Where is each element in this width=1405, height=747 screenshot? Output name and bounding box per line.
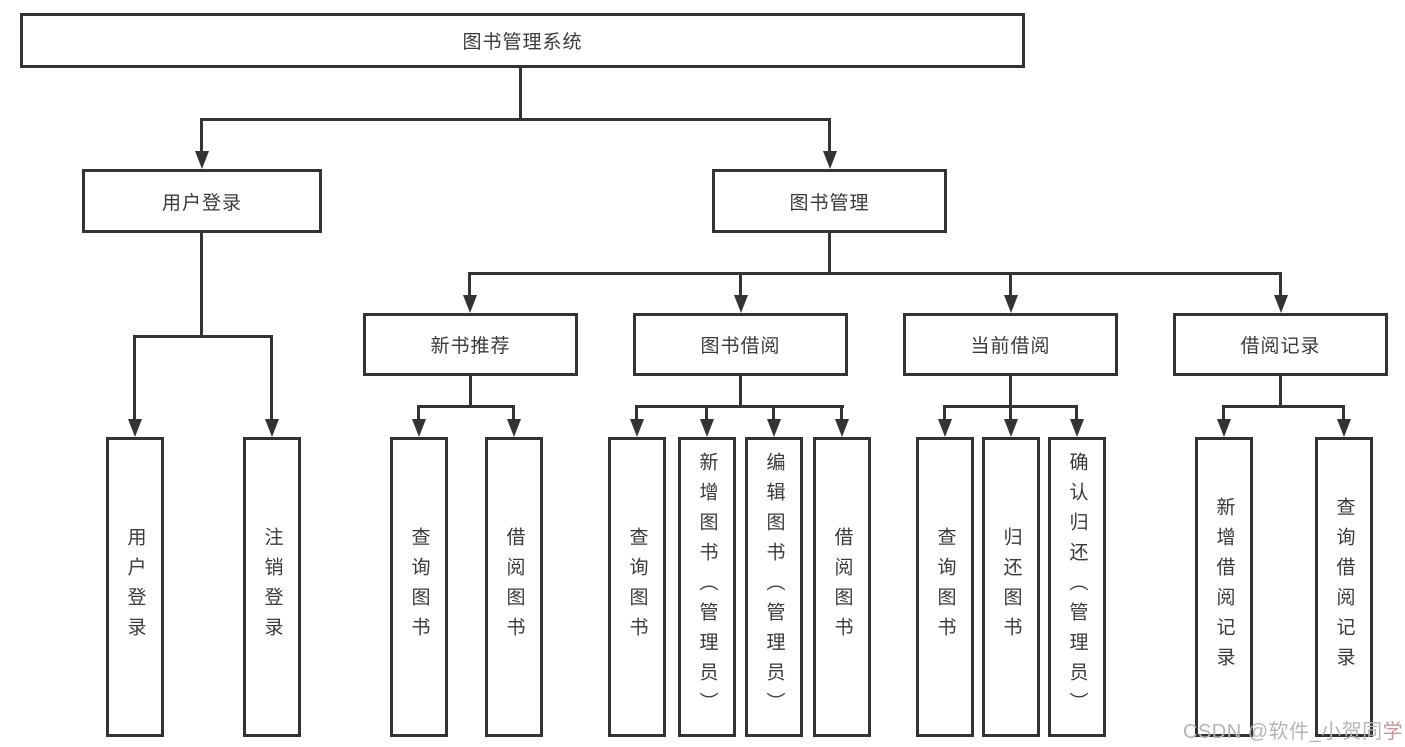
leaf-borrow-books-borrowing-label: 借阅图书 — [831, 527, 853, 647]
leaf-add-borrow-record: 新增借阅记录 — [1195, 437, 1253, 737]
node-user-login-label: 用户登录 — [161, 192, 242, 214]
leaf-user-login: 用户登录 — [106, 437, 164, 737]
connector-line — [1279, 272, 1282, 298]
arrowhead-down-icon — [823, 151, 837, 169]
leaf-edit-book-admin: 编辑图书（管理员） — [745, 437, 803, 737]
connector-line — [705, 405, 708, 421]
leaf-borrow-books-recommend: 借阅图书 — [485, 437, 543, 737]
arrowhead-down-icon — [700, 419, 714, 437]
arrowhead-down-icon — [265, 419, 279, 437]
arrowhead-down-icon — [1337, 419, 1351, 437]
arrowhead-down-icon — [1274, 295, 1288, 313]
node-borrowing-records: 借阅记录 — [1173, 313, 1388, 376]
connector-line — [1222, 405, 1225, 421]
connector-line — [270, 335, 273, 421]
connector-line — [943, 405, 946, 421]
leaf-borrow-books-borrowing: 借阅图书 — [813, 437, 871, 737]
connector-line — [635, 405, 844, 408]
node-book-management-label: 图书管理 — [789, 192, 870, 214]
leaf-logout: 注销登录 — [243, 437, 301, 737]
node-root: 图书管理系统 — [20, 13, 1025, 68]
arrowhead-down-icon — [1070, 419, 1084, 437]
connector-line — [417, 405, 515, 408]
arrowhead-down-icon — [767, 419, 781, 437]
csdn-watermark: CSDN @软件_小贺同学 — [1183, 715, 1403, 744]
csdn-watermark-text: CSDN @软件_小贺同 — [1183, 721, 1383, 743]
arrowhead-down-icon — [734, 295, 748, 313]
leaf-query-borrow-record-label: 查询借阅记录 — [1333, 497, 1355, 677]
connector-line — [828, 118, 831, 154]
connector-line — [772, 405, 775, 421]
csdn-watermark-accent: 学 — [1382, 721, 1404, 743]
connector-line — [1342, 405, 1345, 421]
node-current-borrowing: 当前借阅 — [903, 313, 1118, 376]
arrowhead-down-icon — [128, 419, 142, 437]
arrowhead-down-icon — [1217, 419, 1231, 437]
node-new-book-recommend: 新书推荐 — [363, 313, 578, 376]
leaf-query-borrow-record: 查询借阅记录 — [1315, 437, 1373, 737]
connector-line — [417, 405, 420, 421]
connector-line — [468, 272, 471, 298]
connector-line — [1009, 376, 1012, 406]
leaf-borrow-books-recommend-label: 借阅图书 — [503, 527, 525, 647]
connector-line — [469, 376, 472, 406]
node-new-book-recommend-label: 新书推荐 — [430, 336, 511, 357]
node-user-login: 用户登录 — [82, 169, 322, 233]
leaf-add-borrow-record-label: 新增借阅记录 — [1213, 497, 1235, 677]
connector-line — [200, 118, 203, 154]
node-book-management: 图书管理 — [712, 169, 947, 233]
connector-line — [1009, 405, 1012, 421]
leaf-confirm-return-admin: 确认归还（管理员） — [1048, 437, 1106, 737]
leaf-query-books-borrowing: 查询图书 — [608, 437, 666, 737]
arrowhead-down-icon — [463, 295, 477, 313]
connector-line — [133, 335, 136, 421]
connector-line — [133, 335, 273, 338]
connector-line — [1009, 272, 1012, 298]
arrowhead-down-icon — [507, 419, 521, 437]
connector-line — [1222, 405, 1345, 408]
connector-line — [739, 272, 742, 298]
leaf-return-book-label: 归还图书 — [1000, 527, 1022, 647]
leaf-query-books-recommend-label: 查询图书 — [408, 527, 430, 647]
leaf-confirm-return-admin-label: 确认归还（管理员） — [1066, 452, 1088, 722]
connector-line — [1075, 405, 1078, 421]
node-root-label: 图书管理系统 — [462, 32, 583, 53]
connector-line — [200, 118, 831, 121]
leaf-add-book-admin-label: 新增图书（管理员） — [696, 452, 718, 722]
connector-line — [739, 376, 742, 406]
node-borrowing-records-label: 借阅记录 — [1240, 336, 1321, 357]
leaf-user-login-label: 用户登录 — [124, 527, 146, 647]
connector-line — [635, 405, 638, 421]
node-current-borrowing-label: 当前借阅 — [970, 336, 1051, 357]
leaf-logout-label: 注销登录 — [261, 527, 283, 647]
arrowhead-down-icon — [412, 419, 426, 437]
connector-line — [468, 272, 1281, 275]
arrowhead-down-icon — [835, 419, 849, 437]
arrowhead-down-icon — [1004, 295, 1018, 313]
connector-line — [519, 67, 522, 118]
leaf-return-book: 归还图书 — [982, 437, 1040, 737]
node-book-borrowing: 图书借阅 — [633, 313, 848, 376]
arrowhead-down-icon — [1004, 419, 1018, 437]
arrowhead-down-icon — [195, 151, 209, 169]
leaf-query-books-current: 查询图书 — [916, 437, 974, 737]
leaf-add-book-admin: 新增图书（管理员） — [678, 437, 736, 737]
connector-line — [828, 233, 831, 272]
connector-line — [512, 405, 515, 421]
leaf-query-books-recommend: 查询图书 — [390, 437, 448, 737]
connector-line — [840, 405, 843, 421]
arrowhead-down-icon — [938, 419, 952, 437]
leaf-query-books-borrowing-label: 查询图书 — [626, 527, 648, 647]
connector-line — [200, 233, 203, 335]
connector-line — [1279, 376, 1282, 406]
arrowhead-down-icon — [630, 419, 644, 437]
node-book-borrowing-label: 图书借阅 — [700, 336, 781, 357]
leaf-edit-book-admin-label: 编辑图书（管理员） — [763, 452, 785, 722]
leaf-query-books-current-label: 查询图书 — [934, 527, 956, 647]
